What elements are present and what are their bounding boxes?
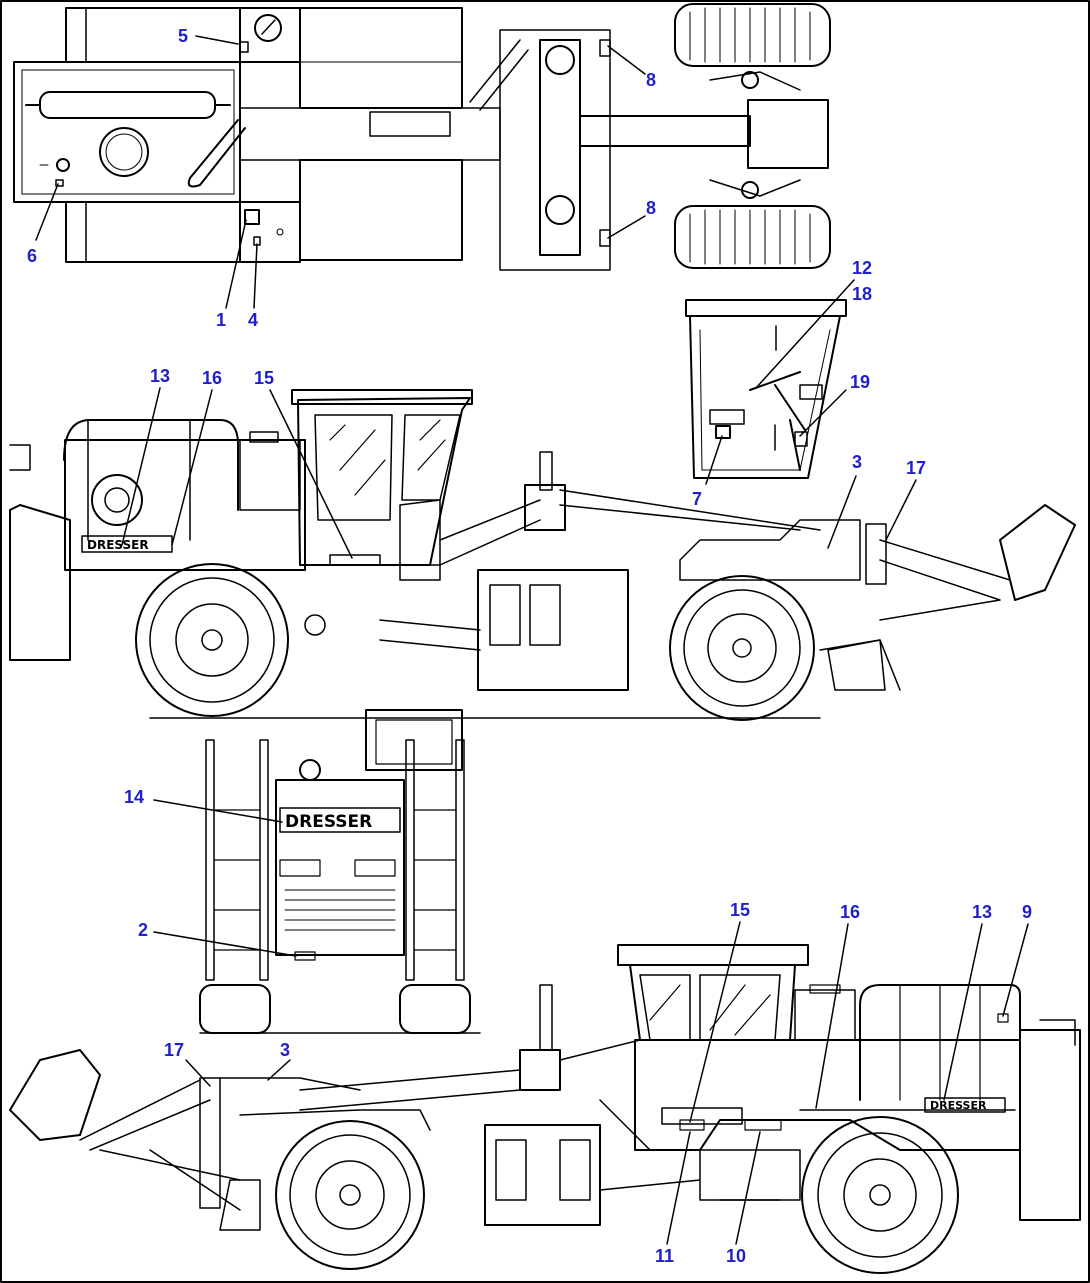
brand-text-right-view: DRESSER [930,1099,987,1112]
callout-8-upper: 8 [646,70,656,90]
leader-lines [35,35,1029,1245]
top-view [13,3,831,271]
rear-view-right-tire [399,984,471,1034]
callout-4: 4 [248,310,258,330]
engine-compartment [64,439,306,571]
callout-3-left-view: 3 [852,452,862,472]
callout-15-left-view: 15 [254,368,274,388]
engine-air-cleaner [91,474,143,526]
right-view-rear-housing [1019,1029,1081,1221]
top-view-tandem [539,39,581,256]
top-view-front-frame [499,29,611,271]
right-view-rear-tire [801,1116,959,1274]
decal-19-marker [794,431,808,447]
callout-15-right-view: 15 [730,900,750,920]
right-view-lift-cylinder [199,1077,221,1209]
decal-11-marker [679,1119,705,1131]
right-view-cab-roof [617,944,809,966]
top-view-tank-lower [299,159,463,261]
rear-view-left-tire [199,984,271,1034]
callout-17-right-view: 17 [164,1040,184,1060]
callout-5: 5 [178,26,188,46]
cab-roof [685,299,847,317]
brand-text-rear-view: DRESSER [285,812,372,832]
top-view-round-hatch [99,127,149,177]
callout-1: 1 [216,310,226,330]
top-view-rear-body [13,61,241,203]
top-view-dial [254,14,282,42]
decal-1-marker [244,209,260,225]
callout-12: 12 [852,258,872,278]
callout-18: 18 [852,284,872,304]
callout-17-left-view: 17 [906,458,926,478]
left-view-cab [297,397,471,566]
callout-9: 9 [1022,902,1032,922]
right-view-front-blade [9,1049,101,1141]
top-view-tank-upper [299,7,463,109]
right-view-front-tire [275,1120,425,1270]
decal-8-upper-marker [599,39,611,57]
top-view-left-upper-box [65,7,241,63]
top-view-rear-cylinder [39,91,216,119]
right-side-view [9,944,1081,1274]
right-view-guard-rail [859,984,1021,1101]
callout-labels: 5 6 1 4 8 8 12 18 19 7 13 16 15 3 17 14 … [27,26,1032,1266]
callout-10: 10 [726,1246,746,1266]
left-view-lift-cylinder [865,523,887,585]
callout-11: 11 [655,1246,674,1266]
right-view-center-module [484,1124,601,1226]
decal-10-marker [744,1119,782,1131]
brand-lettering: DRESSER DRESSER DRESSER [87,538,987,1112]
right-view-cab [629,964,796,1041]
left-view-king-post [524,484,566,531]
left-view-front-blade [999,504,1076,601]
rear-view-cab-window [365,709,463,771]
callout-16-right-view: 16 [840,902,860,922]
decal-5-marker [239,41,249,53]
rear-view-brand-plate [279,807,401,833]
right-view-body [634,1039,1021,1151]
callout-6: 6 [27,246,37,266]
callout-2: 2 [138,920,148,940]
callout-19: 19 [850,372,870,392]
left-view-cab-decal-plate [329,554,381,566]
left-view-rear-tire [135,563,289,717]
decal-8-lower-marker [599,229,611,247]
top-view-left-lower-box [65,201,241,263]
right-view-brand-plate-engine [924,1097,1006,1113]
brand-text-left-view: DRESSER [87,538,149,552]
rear-engine-housing [9,504,71,661]
left-side-view [9,389,1076,721]
rear-guard-rail [63,419,239,511]
top-view-drawbar [579,115,751,147]
callout-8-lower: 8 [646,198,656,218]
right-view-king-post [519,1049,561,1091]
callout-13-right-view: 13 [972,902,992,922]
rear-view-engine-block [275,779,405,956]
right-view-brand-plate-cab [661,1107,743,1125]
left-view-front-tire [669,575,815,721]
callout-7: 7 [692,489,702,509]
rear-view [199,709,481,1034]
cab-interior-detail [685,299,847,479]
left-view-center-module [477,569,629,691]
callout-16-left-view: 16 [202,368,222,388]
callout-13-left-view: 13 [150,366,170,386]
top-view-front-axle [747,99,829,169]
decal-7-marker [715,425,731,439]
top-view-front-tires [674,3,831,269]
callout-14: 14 [124,787,144,807]
callout-3-right-view: 3 [280,1040,290,1060]
